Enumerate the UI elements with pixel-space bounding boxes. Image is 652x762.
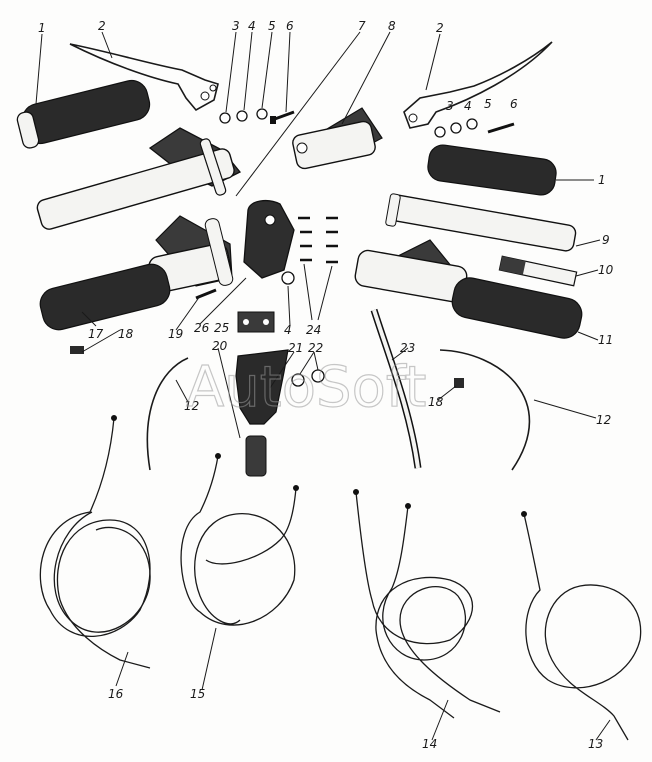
clamp-25 — [237, 311, 275, 333]
hose-12-right — [439, 349, 531, 471]
callout-25: 25 — [214, 321, 229, 335]
callout-18-right: 18 — [428, 395, 444, 409]
cable-cover-center — [243, 199, 295, 279]
callout-4-left: 4 — [248, 19, 256, 33]
callout-26: 26 — [194, 321, 210, 335]
callout-1-left: 1 — [38, 21, 46, 35]
callout-5-right: 5 — [484, 97, 492, 111]
callout-17: 17 — [88, 327, 104, 341]
right-washers-and-screw — [434, 118, 515, 138]
callout-18-left: 18 — [118, 327, 134, 341]
left-control-lever — [69, 43, 219, 112]
callout-13: 13 — [588, 737, 603, 751]
callout-23: 23 — [400, 341, 415, 355]
right-control-lever — [403, 41, 553, 129]
callout-16: 16 — [108, 687, 124, 701]
callout-7: 7 — [358, 19, 366, 33]
right-rubber-grip — [427, 144, 557, 196]
callout-20: 20 — [212, 339, 228, 353]
callout-19: 19 — [168, 327, 183, 341]
hose-23-inner — [372, 309, 420, 469]
slider-part-10 — [498, 255, 578, 287]
callout-14: 14 — [422, 737, 437, 751]
throttle-housing-right-top — [292, 107, 383, 170]
left-rubber-grip — [16, 79, 151, 149]
hose-12-left — [146, 357, 189, 471]
leader-lines — [35, 31, 611, 741]
callout-2-left: 2 — [98, 19, 106, 33]
cable-13 — [521, 511, 642, 741]
cable-boot-21 — [235, 349, 289, 425]
cable-16 — [39, 415, 151, 669]
throttle-housing-left — [36, 127, 242, 230]
cable-14 — [353, 489, 501, 719]
callout-10: 10 — [598, 263, 614, 277]
clip-18-left — [70, 346, 84, 354]
callout-5-left: 5 — [268, 19, 276, 33]
left-throttle-assembly — [39, 215, 234, 331]
watermark-text: AutoSoft — [186, 355, 427, 420]
callout-1-right: 1 — [598, 173, 606, 187]
callout-4-center: 4 — [284, 323, 292, 337]
right-throttle-assembly — [354, 239, 583, 339]
callout-9: 9 — [602, 233, 610, 247]
callout-3-left: 3 — [232, 19, 240, 33]
cable-15 — [180, 453, 299, 626]
throttle-tube-right — [385, 193, 577, 252]
nut-4-center — [281, 271, 295, 285]
callout-4-right: 4 — [464, 99, 472, 113]
clip-18-right — [454, 378, 464, 388]
callout-11: 11 — [598, 333, 613, 347]
callout-6-right: 6 — [510, 97, 518, 111]
callout-6-left: 6 — [286, 19, 294, 33]
left-washers-and-screw — [219, 108, 295, 124]
small-screws-group — [298, 216, 338, 264]
callout-12-left: 12 — [184, 399, 199, 413]
adjuster-20 — [245, 435, 267, 477]
callout-labels: 1 2 3 4 5 6 7 8 2 3 4 5 6 1 9 10 11 17 1… — [38, 19, 614, 751]
washer-22a — [291, 373, 305, 387]
callout-22: 22 — [308, 341, 323, 355]
callout-24: 24 — [306, 323, 321, 337]
callout-21: 21 — [288, 341, 303, 355]
callout-3-right: 3 — [446, 99, 454, 113]
callout-8: 8 — [388, 19, 396, 33]
callout-15: 15 — [190, 687, 205, 701]
callout-12-right: 12 — [596, 413, 611, 427]
callout-2-right: 2 — [436, 21, 444, 35]
